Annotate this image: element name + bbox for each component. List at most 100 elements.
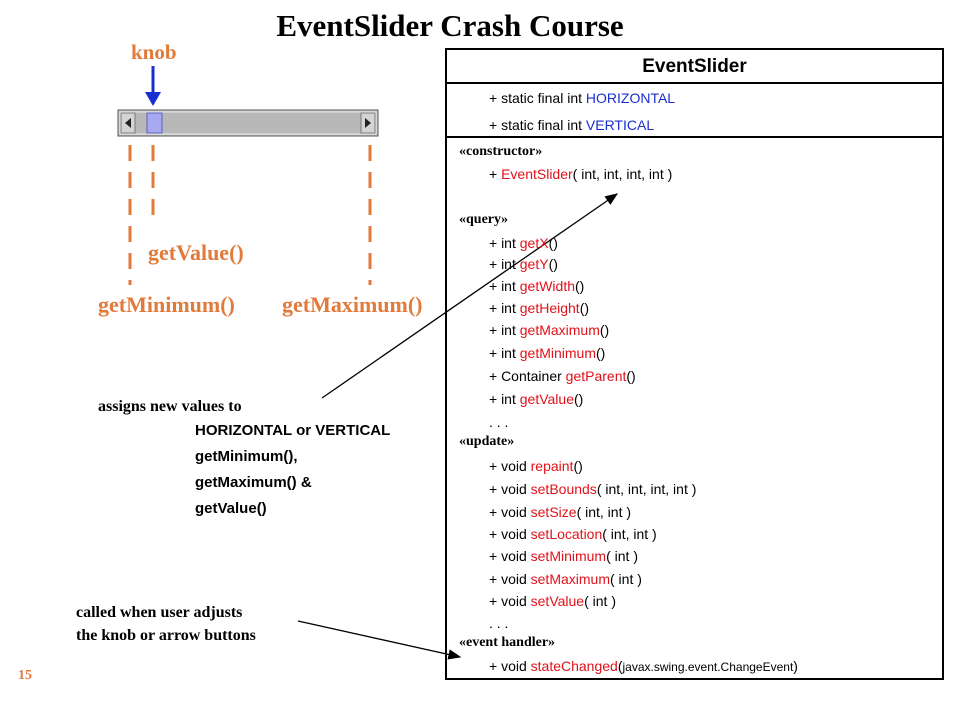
knob-label: knob	[131, 40, 177, 64]
method-name: getWidth	[519, 278, 575, 294]
knob-pointer-arrow	[145, 66, 161, 106]
method-params: ()	[579, 300, 590, 316]
method-name: getMaximum	[519, 322, 600, 338]
slider-widget[interactable]	[117, 109, 379, 137]
uml-class-name: EventSlider	[642, 56, 747, 77]
method-prefix: + int	[489, 235, 520, 251]
uml-method: + int getHeight()	[489, 300, 589, 316]
get-value-label: getValue()	[148, 240, 244, 265]
method-name: getHeight	[519, 300, 580, 316]
uml-method: + int getValue()	[489, 391, 583, 407]
method-params: ( int )	[610, 571, 642, 587]
method-params: javax.swing.event.ChangeEvent	[622, 660, 794, 674]
method-name: setLocation	[530, 526, 603, 542]
method-prefix: + void	[489, 571, 531, 587]
field-type: + static final int	[489, 90, 586, 106]
ellipsis: . . .	[489, 414, 509, 430]
slider-knob[interactable]	[146, 112, 163, 134]
uml-method: + int getWidth()	[489, 278, 584, 294]
uml-method: + void setLocation( int, int )	[489, 526, 657, 542]
method-name: getX	[519, 235, 549, 251]
event-handler-stereotype: «event handler»	[459, 635, 556, 650]
get-maximum-label: getMaximum()	[282, 292, 423, 317]
field-type: + static final int	[489, 117, 586, 133]
method-name: repaint	[530, 458, 574, 474]
constructor-stereotype: «constructor»	[459, 144, 543, 159]
method-params: ( int )	[584, 593, 616, 609]
page-title: EventSlider Crash Course	[276, 8, 624, 43]
method-params: ()	[548, 256, 558, 272]
method-prefix: + int	[489, 278, 520, 294]
method-name: getValue	[519, 391, 574, 407]
method-prefix: + void	[489, 504, 531, 520]
slider-left-arrow-button[interactable]	[120, 112, 136, 134]
method-params: ( int, int, int, int )	[596, 481, 697, 497]
method-prefix: + void	[489, 458, 531, 474]
called-note-line1: called when user adjusts	[76, 604, 243, 621]
method-name: setSize	[530, 504, 577, 520]
handler-pointer-arrow	[297, 620, 462, 660]
method-prefix: +	[489, 166, 502, 182]
uml-field: + static final int VERTICAL	[489, 117, 654, 133]
method-prefix: + void	[489, 593, 531, 609]
ellipsis: . . .	[489, 615, 509, 631]
method-params: ( int, int )	[576, 504, 632, 520]
method-prefix: + void	[489, 526, 531, 542]
called-note-line2: the knob or arrow buttons	[76, 627, 256, 644]
page-number: 15	[18, 668, 32, 683]
uml-class-box: EventSlider + static final int HORIZONTA…	[445, 48, 944, 680]
uml-method: + void setBounds( int, int, int, int )	[489, 481, 696, 497]
uml-method: + void setMinimum( int )	[489, 548, 638, 564]
uml-divider-fields	[447, 136, 942, 138]
method-name: stateChanged	[530, 658, 618, 674]
method-params: ( int, int, int, int )	[572, 166, 673, 182]
uml-method: + void setValue( int )	[489, 593, 616, 609]
method-prefix: + Container	[489, 368, 566, 384]
uml-method: + void setSize( int, int )	[489, 504, 631, 520]
method-prefix: + void	[489, 658, 531, 674]
paren-close: )	[793, 658, 798, 674]
method-name: setBounds	[530, 481, 597, 497]
method-name: setMinimum	[530, 548, 607, 564]
method-prefix: + int	[489, 256, 520, 272]
method-params: ()	[573, 458, 583, 474]
method-name: getMinimum	[519, 345, 596, 361]
paren-open: (	[617, 658, 623, 674]
method-params: ()	[626, 368, 636, 384]
uml-method: + int getY()	[489, 256, 558, 272]
get-minimum-label: getMinimum()	[98, 292, 235, 317]
method-prefix: + void	[489, 481, 531, 497]
method-params: ()	[548, 235, 558, 251]
slider-right-arrow-button[interactable]	[360, 112, 376, 134]
uml-method: + void stateChanged(javax.swing.event.Ch…	[489, 658, 798, 675]
method-name: setMaximum	[530, 571, 610, 587]
method-prefix: + int	[489, 300, 520, 316]
uml-method: + void repaint()	[489, 458, 583, 474]
method-params: ()	[575, 278, 585, 294]
field-name: HORIZONTAL	[585, 90, 676, 106]
method-params: ( int, int )	[602, 526, 657, 542]
method-name: getParent	[565, 368, 627, 384]
uml-method: + EventSlider( int, int, int, int )	[489, 166, 672, 182]
assigns-note-line3: getMinimum(),	[195, 448, 298, 465]
update-stereotype: «update»	[459, 434, 515, 449]
uml-method: + int getX()	[489, 235, 558, 251]
query-stereotype: «query»	[459, 212, 508, 227]
method-prefix: + int	[489, 345, 520, 361]
assigns-note-line4: getMaximum() &	[195, 474, 312, 491]
method-params: ( int )	[606, 548, 638, 564]
uml-divider-name	[447, 82, 942, 84]
uml-method: + int getMinimum()	[489, 345, 605, 361]
field-name: VERTICAL	[585, 117, 655, 133]
method-params: ()	[573, 391, 584, 407]
method-prefix: + void	[489, 548, 531, 564]
uml-method: + int getMaximum()	[489, 322, 609, 338]
method-params: ()	[599, 322, 610, 338]
method-prefix: + int	[489, 322, 520, 338]
method-name: getY	[519, 256, 549, 272]
assigns-note-line2: HORIZONTAL or VERTICAL	[195, 422, 391, 439]
method-name: setValue	[530, 593, 585, 609]
method-prefix: + int	[489, 391, 520, 407]
uml-field: + static final int HORIZONTAL	[489, 90, 675, 106]
constructor-pointer-arrow	[321, 193, 619, 399]
